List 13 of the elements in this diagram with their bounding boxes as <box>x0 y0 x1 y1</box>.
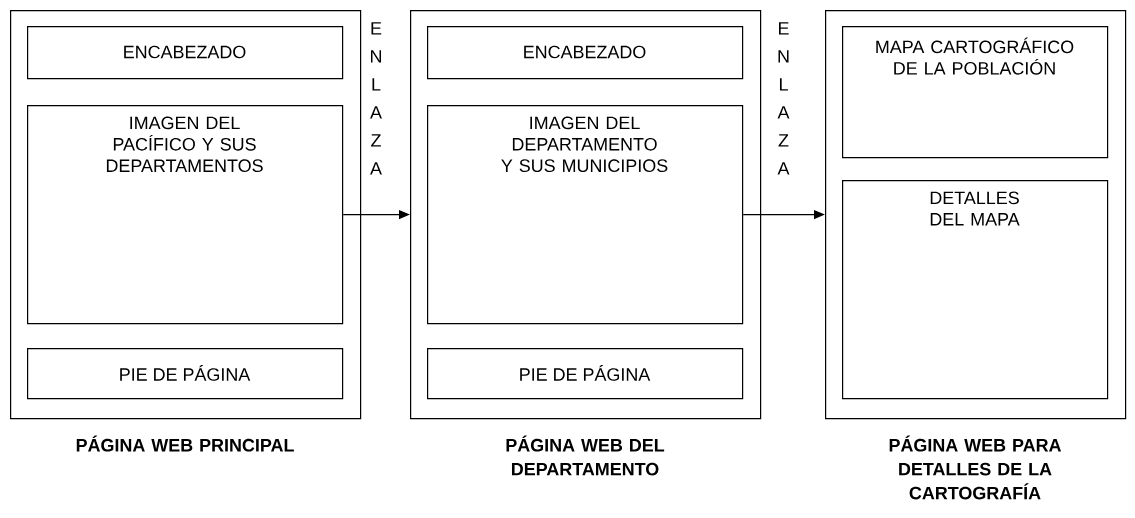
section-box: DETALLES DEL MAPA <box>842 180 1109 400</box>
section-box: ENCABEZADO <box>27 26 344 80</box>
section-box: ENCABEZADO <box>427 26 744 80</box>
section-box: IMAGEN DEL DEPARTAMENTO Y SUS MUNICIPIOS <box>427 105 744 325</box>
section-box: PIE DE PÁGINA <box>27 348 344 400</box>
node-label: PÁGINA WEB PRINCIPAL <box>76 435 294 452</box>
edge-label: ENLAZA <box>370 22 382 175</box>
node-label: PÁGINA WEB DEL DEPARTAMENTO <box>506 435 665 476</box>
section-box: PIE DE PÁGINA <box>427 348 744 400</box>
section-box: IMAGEN DEL PACÍFICO Y SUS DEPARTAMENTOS <box>27 105 344 325</box>
node-label: PÁGINA WEB PARA DETALLES DE LA CARTOGRAFÍA <box>889 435 1062 500</box>
edge-label: ENLAZA <box>777 22 790 175</box>
section-box: MAPA CARTOGRÁFICO DE LA POBLACIÓN <box>842 26 1109 159</box>
